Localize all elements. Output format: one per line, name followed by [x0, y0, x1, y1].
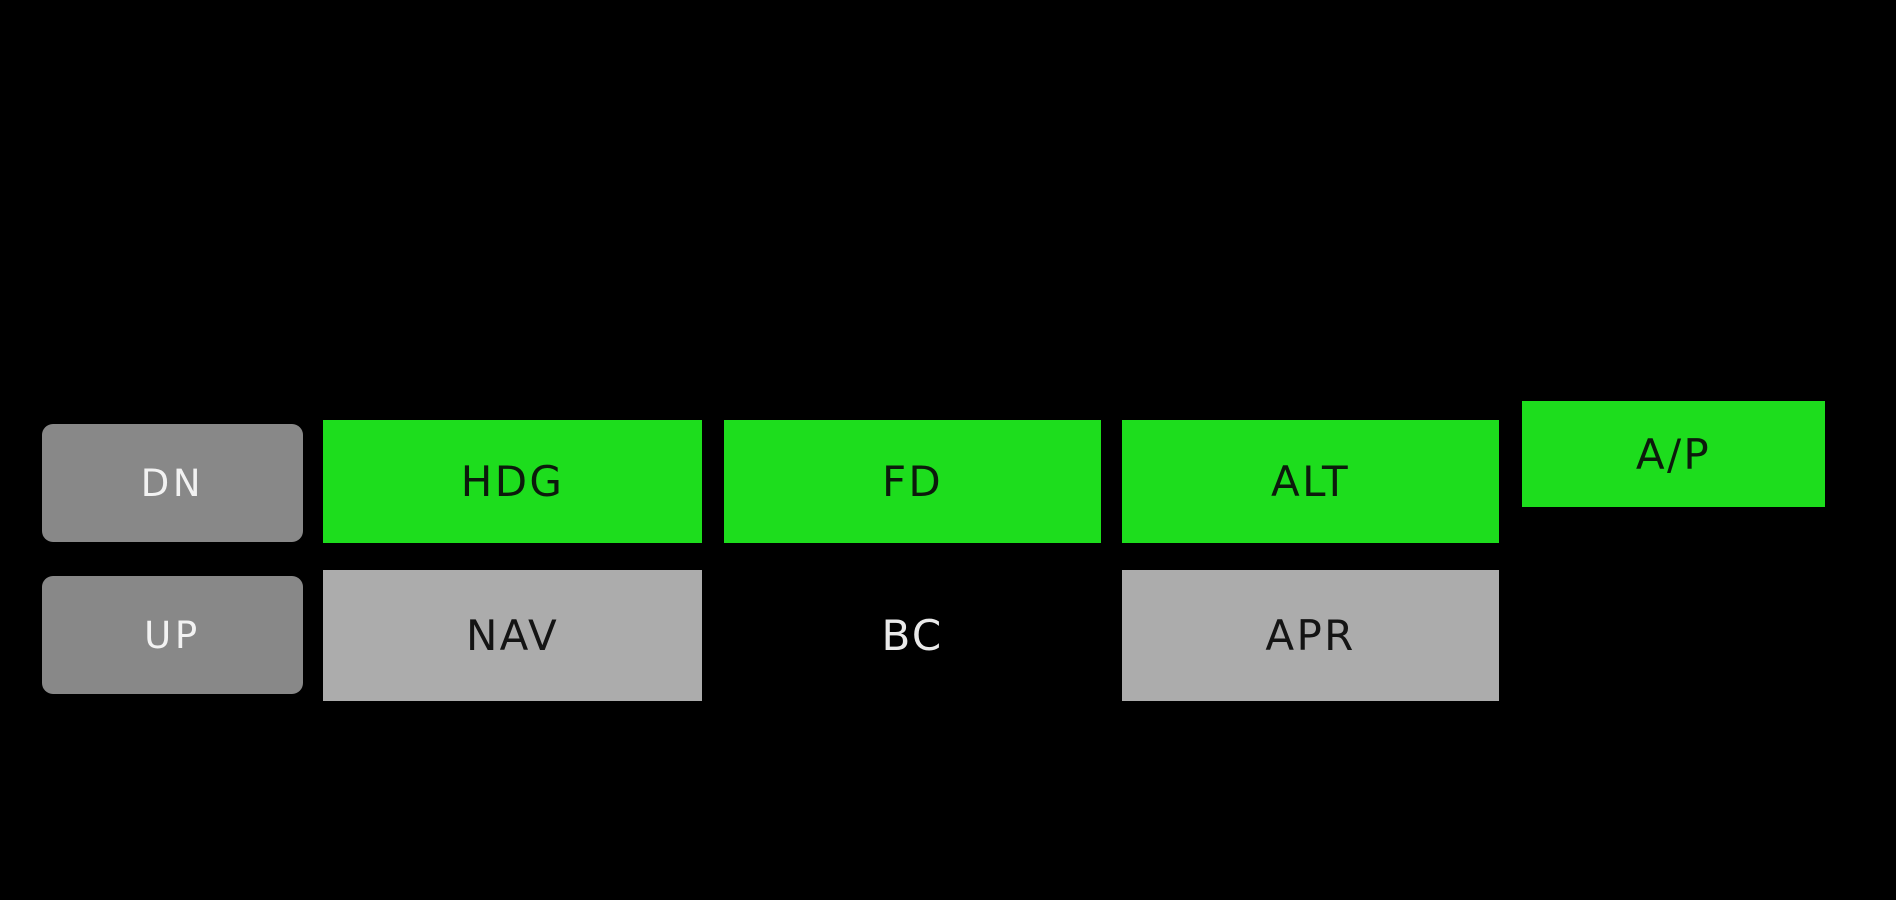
button-nav[interactable]: NAV: [323, 570, 702, 701]
button-fd-label: FD: [881, 457, 944, 506]
button-hdg[interactable]: HDG: [323, 420, 702, 543]
button-apr[interactable]: APR: [1122, 570, 1499, 701]
button-ap[interactable]: A/P: [1522, 401, 1825, 507]
button-fd[interactable]: FD: [724, 420, 1101, 543]
button-dn[interactable]: DN: [42, 424, 303, 542]
button-nav-label: NAV: [465, 611, 560, 660]
button-bc[interactable]: BC: [724, 570, 1101, 701]
button-up[interactable]: UP: [42, 576, 303, 694]
button-bc-label: BC: [881, 611, 944, 660]
button-dn-label: DN: [140, 461, 205, 505]
button-alt-label: ALT: [1271, 457, 1350, 506]
button-up-label: UP: [144, 613, 201, 657]
button-alt[interactable]: ALT: [1122, 420, 1499, 543]
button-ap-label: A/P: [1635, 429, 1712, 479]
button-apr-label: APR: [1265, 611, 1356, 660]
button-hdg-label: HDG: [460, 457, 565, 506]
